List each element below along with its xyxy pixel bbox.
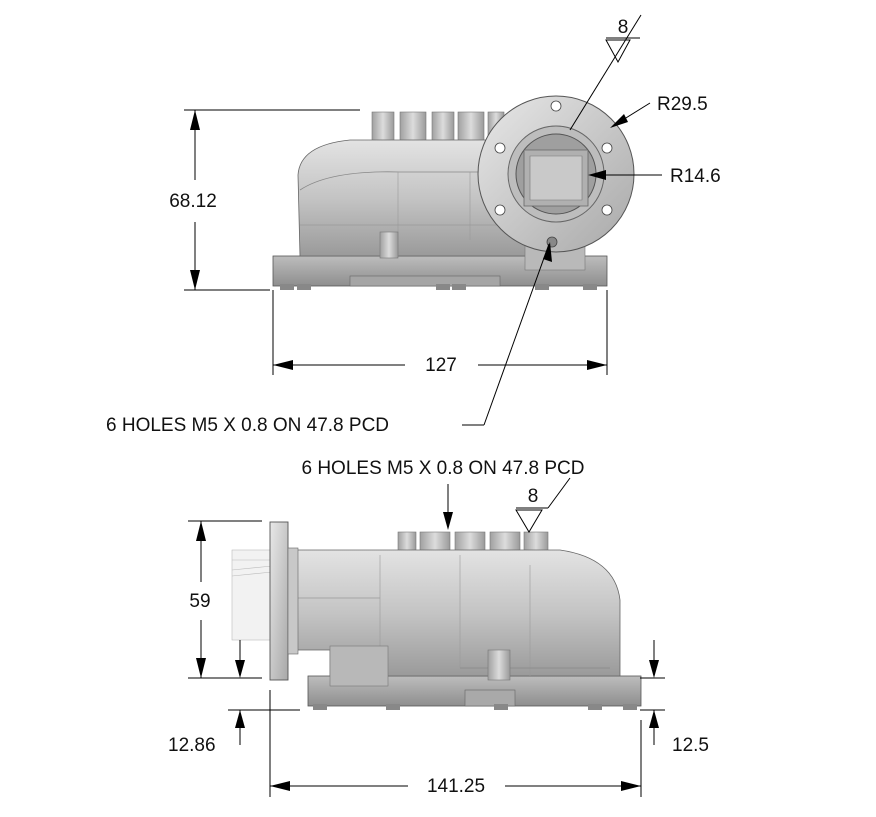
top-height-dim: 68.12 [169, 191, 217, 212]
side-width-dim: 141.25 [427, 776, 485, 797]
side-holes-note: 6 HOLES M5 X 0.8 ON 47.8 PCD [301, 458, 584, 479]
top-view-dimensions: 68.12 127 8 R29.5 R14.6 6 HOLES M5 X 0.8… [106, 14, 721, 436]
inner-radius-label: R14.6 [670, 166, 721, 187]
left-offset-dim: 12.86 [168, 735, 216, 756]
side-height-dim: 59 [189, 591, 210, 612]
top-weld-size: 8 [618, 17, 629, 38]
side-weld-size: 8 [528, 486, 539, 507]
top-holes-note: 6 HOLES M5 X 0.8 ON 47.8 PCD [106, 415, 389, 436]
right-offset-dim: 12.5 [672, 735, 709, 756]
top-view-part [272, 95, 635, 290]
side-view-dimensions: 6 HOLES M5 X 0.8 ON 47.8 PCD 8 59 12.86 … [168, 458, 709, 797]
side-view-part [231, 521, 642, 710]
top-width-dim: 127 [425, 355, 457, 376]
outer-radius-label: R29.5 [657, 94, 708, 115]
